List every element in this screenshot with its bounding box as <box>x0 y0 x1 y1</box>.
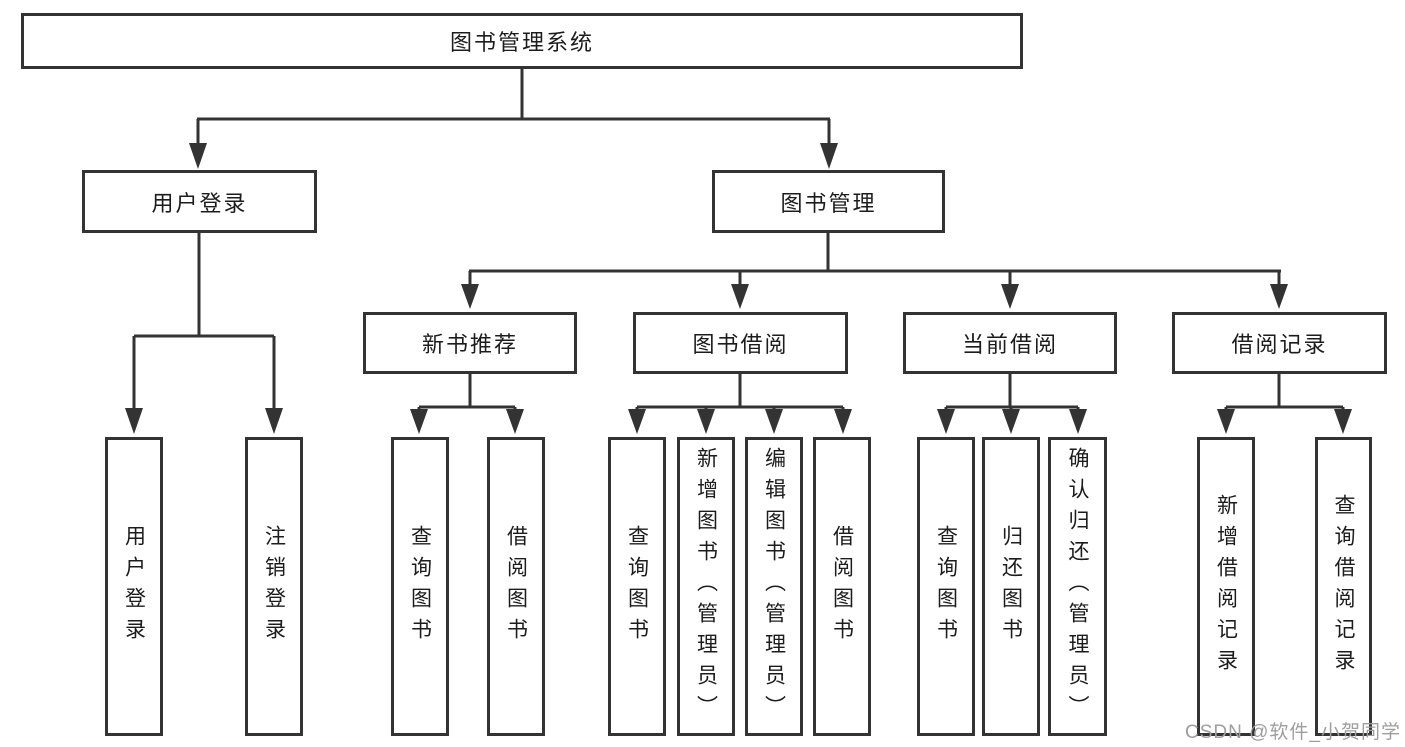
leaf-label: 新增借阅记录 <box>1214 493 1238 680</box>
node-library-management-system: 图书管理系统 <box>21 13 1023 69</box>
leaf-query-borrow-record: 查询借阅记录 <box>1315 437 1372 736</box>
leaf-label: 归还图书 <box>999 524 1023 649</box>
node-new-book-recommendation: 新书推荐 <box>363 312 577 374</box>
leaf-label: 编辑图书（管理员） <box>762 447 786 726</box>
leaf-label: 借阅图书 <box>504 524 528 649</box>
arrow-down-icon <box>628 409 646 434</box>
leaf-confirm-return-admin: 确认归还（管理员） <box>1048 437 1107 736</box>
leaf-label: 查询图书 <box>934 524 958 649</box>
leaf-query-books-current: 查询图书 <box>917 437 975 736</box>
branch-user-login <box>125 233 283 434</box>
arrow-down-icon <box>125 408 143 434</box>
branch-book-management <box>461 233 1288 309</box>
arrow-down-icon <box>189 143 207 169</box>
leaf-label: 借阅图书 <box>830 524 854 649</box>
leaf-add-borrow-record: 新增借阅记录 <box>1197 437 1255 736</box>
arrow-down-icon <box>1217 409 1235 434</box>
leaf-label: 用户登录 <box>122 524 146 649</box>
leaf-add-books-admin: 新增图书（管理员） <box>677 437 735 736</box>
leaf-label: 查询图书 <box>625 524 649 649</box>
arrow-down-icon <box>731 284 749 309</box>
leaf-edit-books-admin: 编辑图书（管理员） <box>745 437 803 736</box>
leaf-label: 注销登录 <box>262 524 286 649</box>
arrow-down-icon <box>1002 409 1020 434</box>
arrow-down-icon <box>1270 284 1288 309</box>
leaf-query-books-borrowing: 查询图书 <box>608 437 666 736</box>
arrow-down-icon <box>410 409 428 434</box>
leaf-borrow-books-recommend: 借阅图书 <box>487 437 545 736</box>
leaf-return-books: 归还图书 <box>982 437 1040 736</box>
leaf-logout: 注销登录 <box>245 437 303 736</box>
arrow-down-icon <box>1334 409 1352 434</box>
arrow-down-icon <box>461 284 479 309</box>
arrow-down-icon <box>697 409 715 434</box>
leaf-label: 新增图书（管理员） <box>694 447 718 726</box>
leaf-user-login: 用户登录 <box>105 437 163 736</box>
leaf-query-books-recommend: 查询图书 <box>391 437 449 736</box>
leaf-label: 确认归还（管理员） <box>1066 447 1089 726</box>
node-borrowing-records: 借阅记录 <box>1172 312 1387 374</box>
node-current-borrowing: 当前借阅 <box>903 312 1117 374</box>
arrow-down-icon <box>834 409 852 434</box>
leaf-label: 查询借阅记录 <box>1332 493 1355 680</box>
branch-borrowing-records <box>1217 374 1352 434</box>
arrow-down-icon <box>820 143 838 169</box>
branch-current-borrowing <box>937 374 1087 434</box>
node-book-borrowing: 图书借阅 <box>633 312 848 374</box>
branch-book-borrowing <box>628 374 852 434</box>
leaf-label: 查询图书 <box>408 524 432 649</box>
arrow-down-icon <box>1001 284 1019 309</box>
node-user-login: 用户登录 <box>82 170 317 233</box>
arrow-down-icon <box>765 409 783 434</box>
leaf-borrow-books-borrowing: 借阅图书 <box>813 437 871 736</box>
arrow-down-icon <box>1069 409 1087 434</box>
csdn-watermark: CSDN @软件_小贺同学 <box>1185 722 1401 743</box>
node-book-management: 图书管理 <box>712 170 945 233</box>
arrow-down-icon <box>506 409 524 434</box>
branch-new-book-recommendation <box>410 374 524 434</box>
branch-root <box>189 68 838 169</box>
arrow-down-icon <box>937 409 955 434</box>
arrow-down-icon <box>265 408 283 434</box>
